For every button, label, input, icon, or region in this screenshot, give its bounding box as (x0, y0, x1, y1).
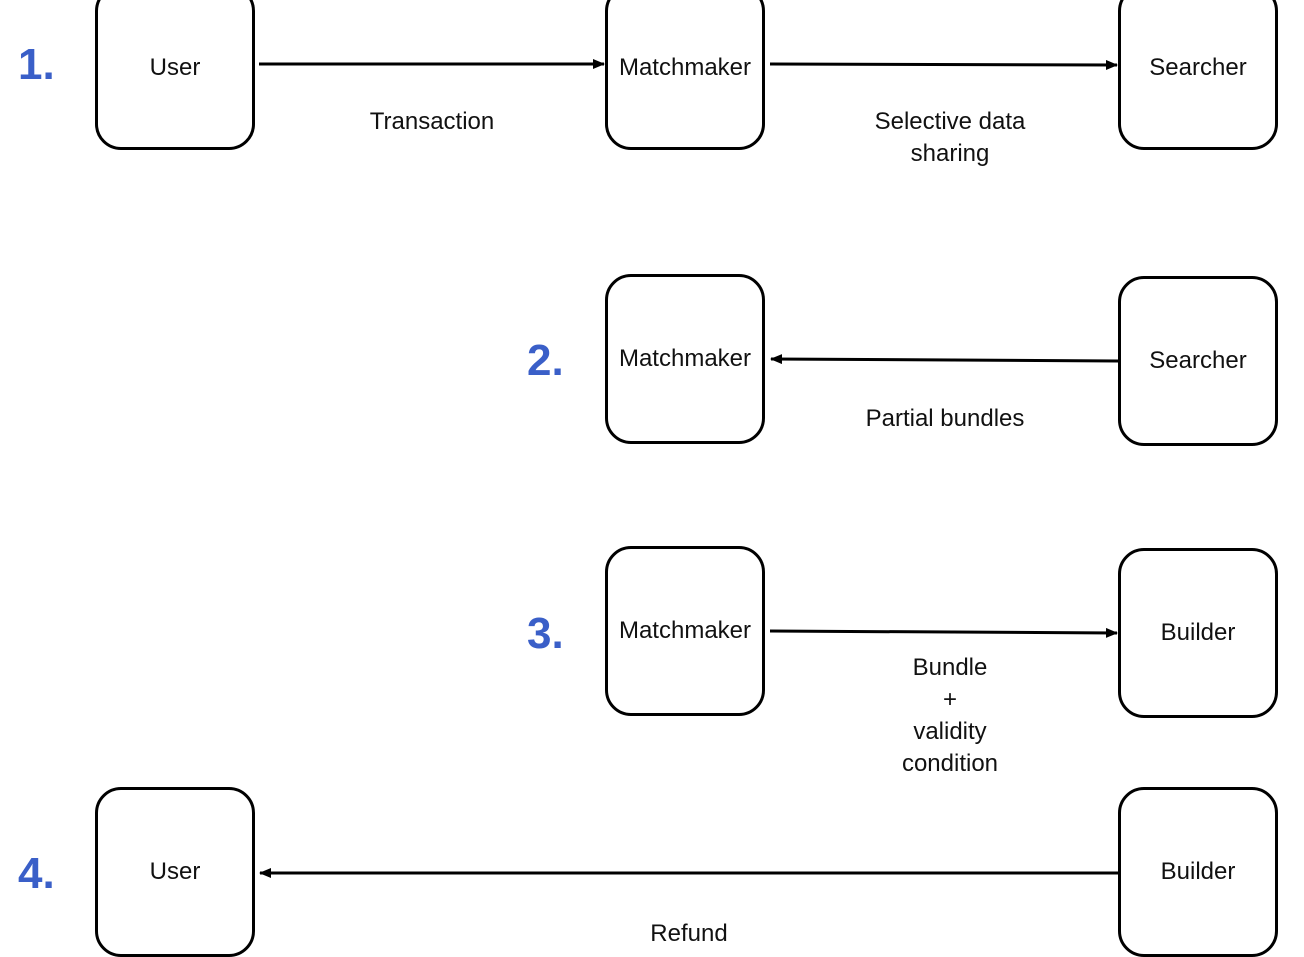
matchmaker-node-2-label: Matchmaker (618, 345, 752, 372)
edge-label-selective-sharing-line2: sharing (910, 140, 990, 167)
searcher-node: Searcher (1118, 0, 1278, 150)
matchmaker-node-2: Matchmaker (605, 274, 765, 444)
builder-node-3: Builder (1118, 548, 1278, 718)
user-node-4: User (95, 787, 255, 957)
searcher-node-2-label: Searcher (1149, 347, 1247, 374)
builder-node-4: Builder (1118, 787, 1278, 957)
user-node-4-label: User (149, 858, 201, 885)
edge-label-condition: condition (901, 750, 999, 777)
edge-label-transaction: Transaction (369, 108, 495, 135)
searcher-node-2: Searcher (1118, 276, 1278, 446)
edge-label-plus: + (942, 686, 957, 713)
edge-label-selective-sharing-line1: Selective data (874, 108, 1026, 135)
searcher-node-label: Searcher (1149, 53, 1247, 81)
builder-node-4-label: Builder (1160, 858, 1236, 885)
edge-label-validity: validity (913, 718, 987, 745)
edge-label-bundle-validity: Bundle + validity condition (850, 652, 1050, 780)
edge-label-selective-sharing: Selective data sharing (830, 106, 1070, 170)
matchmaker-node-label: Matchmaker (618, 53, 752, 81)
step-4-number: 4. (18, 849, 55, 898)
builder-node-3-label: Builder (1160, 619, 1236, 646)
user-node: User (95, 0, 255, 150)
arrow-searcher-to-matchmaker (770, 354, 1119, 365)
edge-label-partial-bundles: Partial bundles (865, 405, 1025, 432)
step-1-number: 1. (18, 40, 55, 89)
step-3-number: 3. (527, 609, 564, 658)
matchmaker-node-3: Matchmaker (605, 546, 765, 716)
arrow-matchmaker-to-searcher (769, 59, 1118, 70)
edge-label-refund: Refund (650, 920, 728, 947)
step-2-number: 2. (527, 336, 564, 385)
matchmaker-node: Matchmaker (605, 0, 765, 150)
matchmaker-node-3-label: Matchmaker (618, 617, 752, 644)
arrow-matchmaker-to-builder (769, 627, 1118, 638)
user-node-label: User (149, 53, 201, 81)
edge-label-bundle: Bundle (912, 654, 988, 681)
